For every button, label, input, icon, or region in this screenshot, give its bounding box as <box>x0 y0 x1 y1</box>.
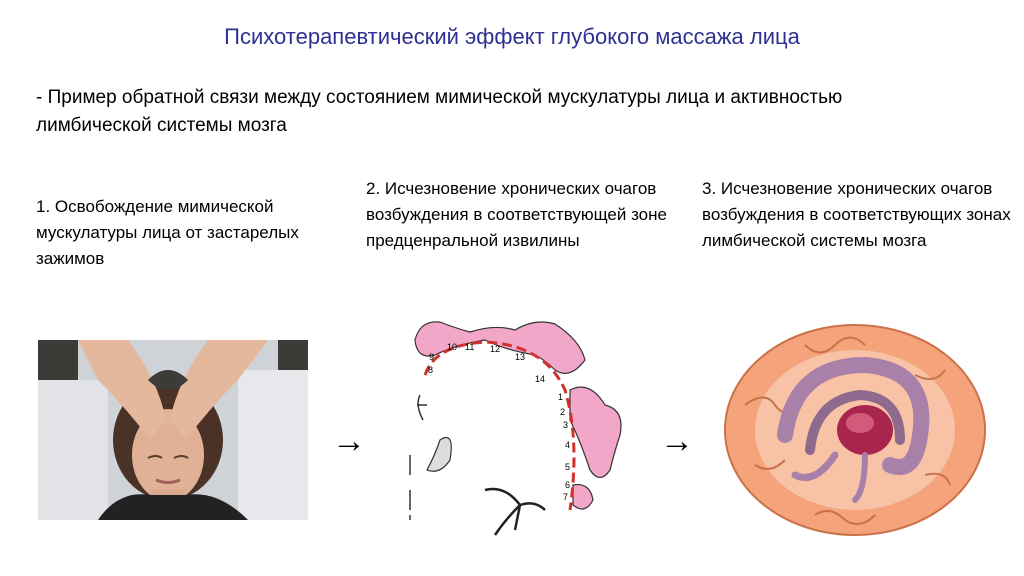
arrow-right-icon-2: → <box>660 422 694 460</box>
label-12: 12 <box>490 344 500 354</box>
limbic-brain-illustration <box>715 315 995 545</box>
homunculus-diagram: 10 11 12 13 14 9 8 1 2 3 4 5 6 7 <box>395 310 645 540</box>
step-3-text: 3. Исчезновение хронических очагов возбу… <box>702 179 1011 250</box>
label-8: 8 <box>428 365 433 375</box>
label-4: 4 <box>565 440 570 450</box>
arrow-right-icon: → <box>332 422 366 460</box>
label-7: 7 <box>563 492 568 502</box>
label-3: 3 <box>563 420 568 430</box>
step-1-text: 1. Освобождение мимической мускулатуры л… <box>36 197 299 268</box>
label-1: 1 <box>558 392 563 402</box>
step-2-text: 2. Исчезновение хронических очагов возбу… <box>366 179 667 250</box>
face-massage-photo <box>38 340 308 520</box>
label-5: 5 <box>565 462 570 472</box>
label-11: 11 <box>465 342 474 352</box>
label-9: 9 <box>429 352 434 362</box>
slide-title: Психотерапевтический эффект глубокого ма… <box>224 24 800 49</box>
label-10: 10 <box>447 342 457 352</box>
slide-subtitle: - Пример обратной связи между состоянием… <box>36 87 843 136</box>
label-14: 14 <box>535 374 545 384</box>
label-6: 6 <box>565 480 570 490</box>
label-13: 13 <box>515 352 525 362</box>
label-2: 2 <box>560 407 565 417</box>
